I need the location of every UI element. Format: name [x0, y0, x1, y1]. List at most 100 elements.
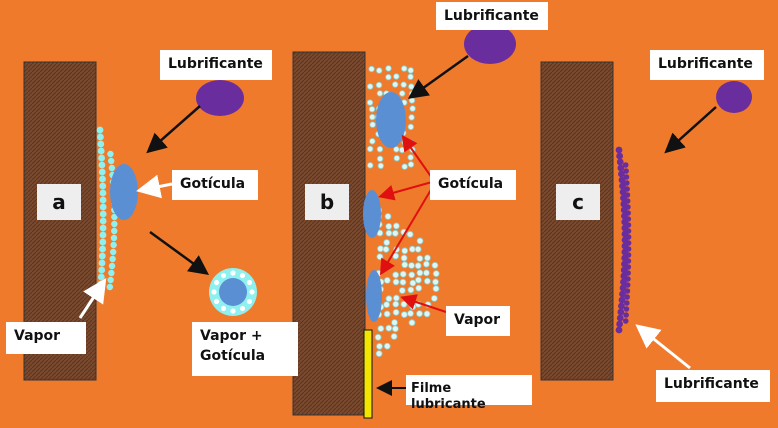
vapor-dot: [110, 234, 118, 242]
vapor-dot: [400, 300, 408, 308]
panel-letter-a: a: [37, 184, 81, 220]
vapor-dot: [414, 245, 422, 253]
arrow-red-2: [378, 181, 433, 201]
panel-letter-c: c: [556, 184, 600, 220]
arrow-vapor-a: [78, 277, 107, 319]
lubricant-dot: [616, 158, 624, 166]
vapor-dot: [376, 145, 384, 153]
lubricant-dot: [615, 326, 623, 334]
vapor-droplet-label: Vapor + Gotícula: [192, 322, 298, 376]
lubricant-dot: [622, 318, 629, 324]
droplet-label-b: Gotícula: [430, 170, 516, 200]
wall-b: [292, 51, 366, 416]
vapor-dot: [431, 261, 439, 269]
vapor-dot: [414, 262, 422, 270]
lubricant-dot: [618, 296, 626, 304]
vapor-dot: [432, 278, 439, 286]
droplet-b-top: [376, 92, 406, 148]
vapor-dot: [407, 161, 415, 168]
arrow-lubricant-bottom-c: [635, 324, 691, 370]
lubricant-film: [363, 329, 373, 419]
lubricant-dot: [623, 174, 630, 180]
vapor-dot: [383, 301, 391, 309]
vapor-dot: [99, 238, 107, 246]
lubricant-blob-a: [196, 80, 244, 116]
vapor-dot: [376, 342, 383, 350]
vapor-droplet-label-line2: Gotícula: [200, 348, 266, 364]
vapor-dot: [97, 147, 105, 155]
vapor-dot: [391, 325, 399, 333]
vapor-dot: [106, 283, 114, 291]
vapor-dot: [423, 277, 431, 285]
lubricant-dot: [620, 194, 627, 202]
vapor-dot: [385, 222, 393, 230]
vapor-dot: [99, 224, 107, 232]
vapor-dot: [383, 239, 391, 246]
lubricant-dot: [616, 320, 624, 328]
film-label-b: Filme lubricante: [406, 375, 532, 412]
vapor-dot: [401, 163, 408, 170]
vapor-dot: [99, 210, 107, 218]
vapor-dot: [239, 305, 246, 312]
lubricant-dot: [622, 162, 629, 168]
vapor-dot: [391, 319, 398, 326]
lubricant-dot: [624, 282, 631, 288]
vapor-dot: [369, 121, 376, 128]
vapor-dot: [392, 294, 400, 302]
lubricant-dot: [625, 276, 631, 282]
vapor-dot: [432, 270, 440, 278]
wall-c: [540, 61, 614, 381]
vapor-dot: [97, 273, 105, 281]
vapor-dot: [409, 105, 416, 112]
vapor-dot: [400, 81, 407, 88]
vapor-dot: [416, 269, 424, 277]
vapor-dot: [374, 333, 382, 341]
vapor-dot: [385, 229, 393, 237]
vapor-dot: [97, 140, 105, 148]
lubricant-label-c: Lubrificante: [650, 50, 764, 80]
vapor-dot: [107, 157, 115, 165]
vapor-dot: [213, 298, 220, 305]
vapor-dot: [408, 262, 415, 269]
vapor-dot: [400, 254, 408, 262]
vapor-dot: [407, 310, 414, 317]
vapor-dot: [392, 81, 399, 88]
vapor-dot: [400, 65, 408, 72]
vapor-dot: [392, 308, 400, 316]
arrow-to-bubble-a: [149, 230, 210, 275]
vapor-dot: [392, 222, 400, 230]
vapor-dot: [408, 245, 416, 253]
lubricant-bottom-label-c: Lubrificante: [656, 370, 770, 402]
vapor-dot: [393, 146, 400, 153]
vapor-dot: [385, 295, 393, 303]
vapor-dot: [408, 271, 416, 279]
vapor-dot: [385, 65, 392, 72]
vapor-dot: [239, 272, 246, 279]
vapor-dot: [415, 284, 423, 292]
vapor-droplet-bubble: [209, 268, 257, 316]
vapor-dot: [385, 73, 392, 81]
lubricant-dot: [616, 314, 624, 322]
panel-c: [540, 61, 752, 381]
lubricant-dot: [617, 164, 625, 172]
vapor-dot: [377, 325, 385, 332]
vapor-dot: [398, 90, 406, 97]
arrow-lubricant-a: [146, 105, 201, 154]
vapor-dot: [393, 154, 401, 162]
vapor-dot: [230, 308, 236, 314]
vapor-dot: [99, 175, 106, 183]
vapor-dot: [399, 278, 407, 286]
vapor-layer-a: [96, 126, 118, 302]
vapor-dot: [392, 300, 400, 308]
vapor-dot: [406, 230, 414, 238]
vapor-dot: [376, 253, 384, 261]
vapor-dot: [407, 286, 415, 294]
arrow-red-3: [379, 187, 433, 276]
lubricant-dot: [623, 168, 629, 174]
vapor-dot: [367, 162, 374, 169]
vapor-dot: [246, 279, 253, 286]
panel-letter-b: b: [305, 184, 349, 220]
vapor-dot: [368, 65, 375, 73]
vapor-dot: [382, 245, 390, 253]
